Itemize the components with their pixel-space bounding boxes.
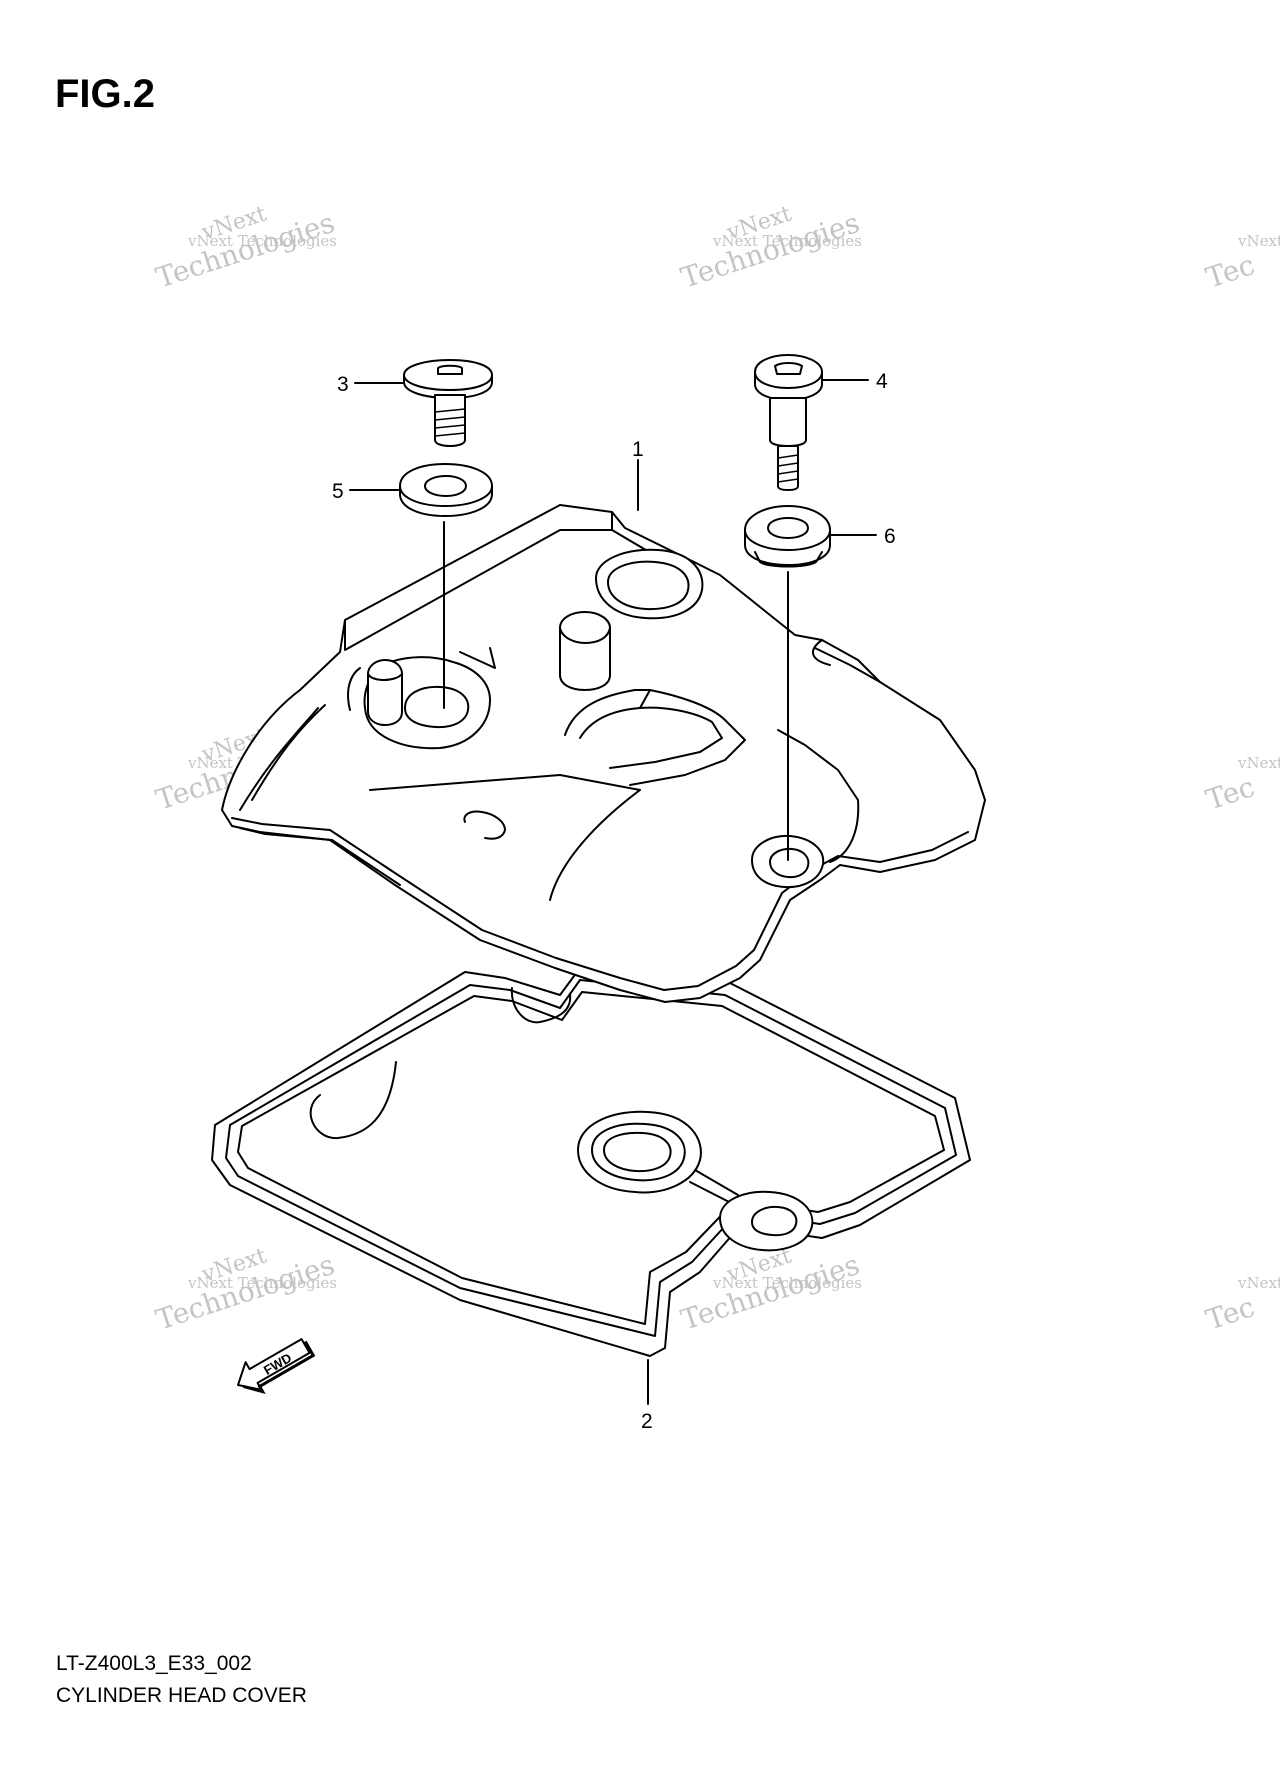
callout-6: 6 bbox=[884, 525, 896, 548]
watermark: vNext Tec bbox=[1202, 232, 1280, 295]
grommet-6 bbox=[744, 505, 831, 568]
watermark: vNext vNext Technologies Technologies bbox=[152, 1244, 338, 1337]
callout-5: 5 bbox=[332, 480, 344, 503]
svg-text:vNext: vNext bbox=[1237, 754, 1280, 772]
leader-lines bbox=[349, 379, 877, 1405]
callout-2: 2 bbox=[641, 1410, 653, 1433]
svg-text:vNext: vNext bbox=[1237, 1274, 1280, 1292]
watermark: vNext Tec bbox=[1202, 754, 1280, 817]
bolt-3 bbox=[403, 359, 493, 447]
watermark: vNext vNext Technologies Technologies bbox=[152, 202, 338, 295]
diagram-code: LT-Z400L3_E33_002 bbox=[56, 1652, 252, 1675]
callout-1: 1 bbox=[632, 438, 644, 461]
svg-text:vNext Technologies: vNext Technologies bbox=[187, 232, 337, 250]
cylinder-head-cover bbox=[221, 504, 986, 1003]
figure-title: FIG.2 bbox=[55, 72, 156, 116]
watermark: vNext Tec bbox=[1202, 1274, 1280, 1337]
washer-5 bbox=[399, 463, 493, 517]
svg-text:Tec: Tec bbox=[1202, 248, 1259, 294]
svg-text:Tec: Tec bbox=[1202, 770, 1259, 816]
svg-text:vNext Technologies: vNext Technologies bbox=[187, 1274, 337, 1292]
diagram-name: CYLINDER HEAD COVER bbox=[56, 1684, 307, 1707]
callout-numbers: 3 4 5 6 1 2 bbox=[332, 370, 896, 1433]
svg-text:vNext Technologies: vNext Technologies bbox=[712, 232, 862, 250]
callout-4: 4 bbox=[876, 370, 888, 393]
svg-text:vNext: vNext bbox=[1237, 232, 1280, 250]
fwd-arrow-icon: FWD bbox=[237, 1338, 316, 1394]
watermark: vNext vNext Technologies Technologies bbox=[677, 202, 863, 295]
cylinder-head-cover-gasket bbox=[211, 967, 971, 1357]
svg-text:Tec: Tec bbox=[1202, 1290, 1259, 1336]
callout-3: 3 bbox=[337, 373, 349, 396]
svg-text:vNext Technologies: vNext Technologies bbox=[712, 1274, 862, 1292]
assembly-centerlines bbox=[443, 521, 789, 861]
bolt-4 bbox=[754, 354, 823, 491]
